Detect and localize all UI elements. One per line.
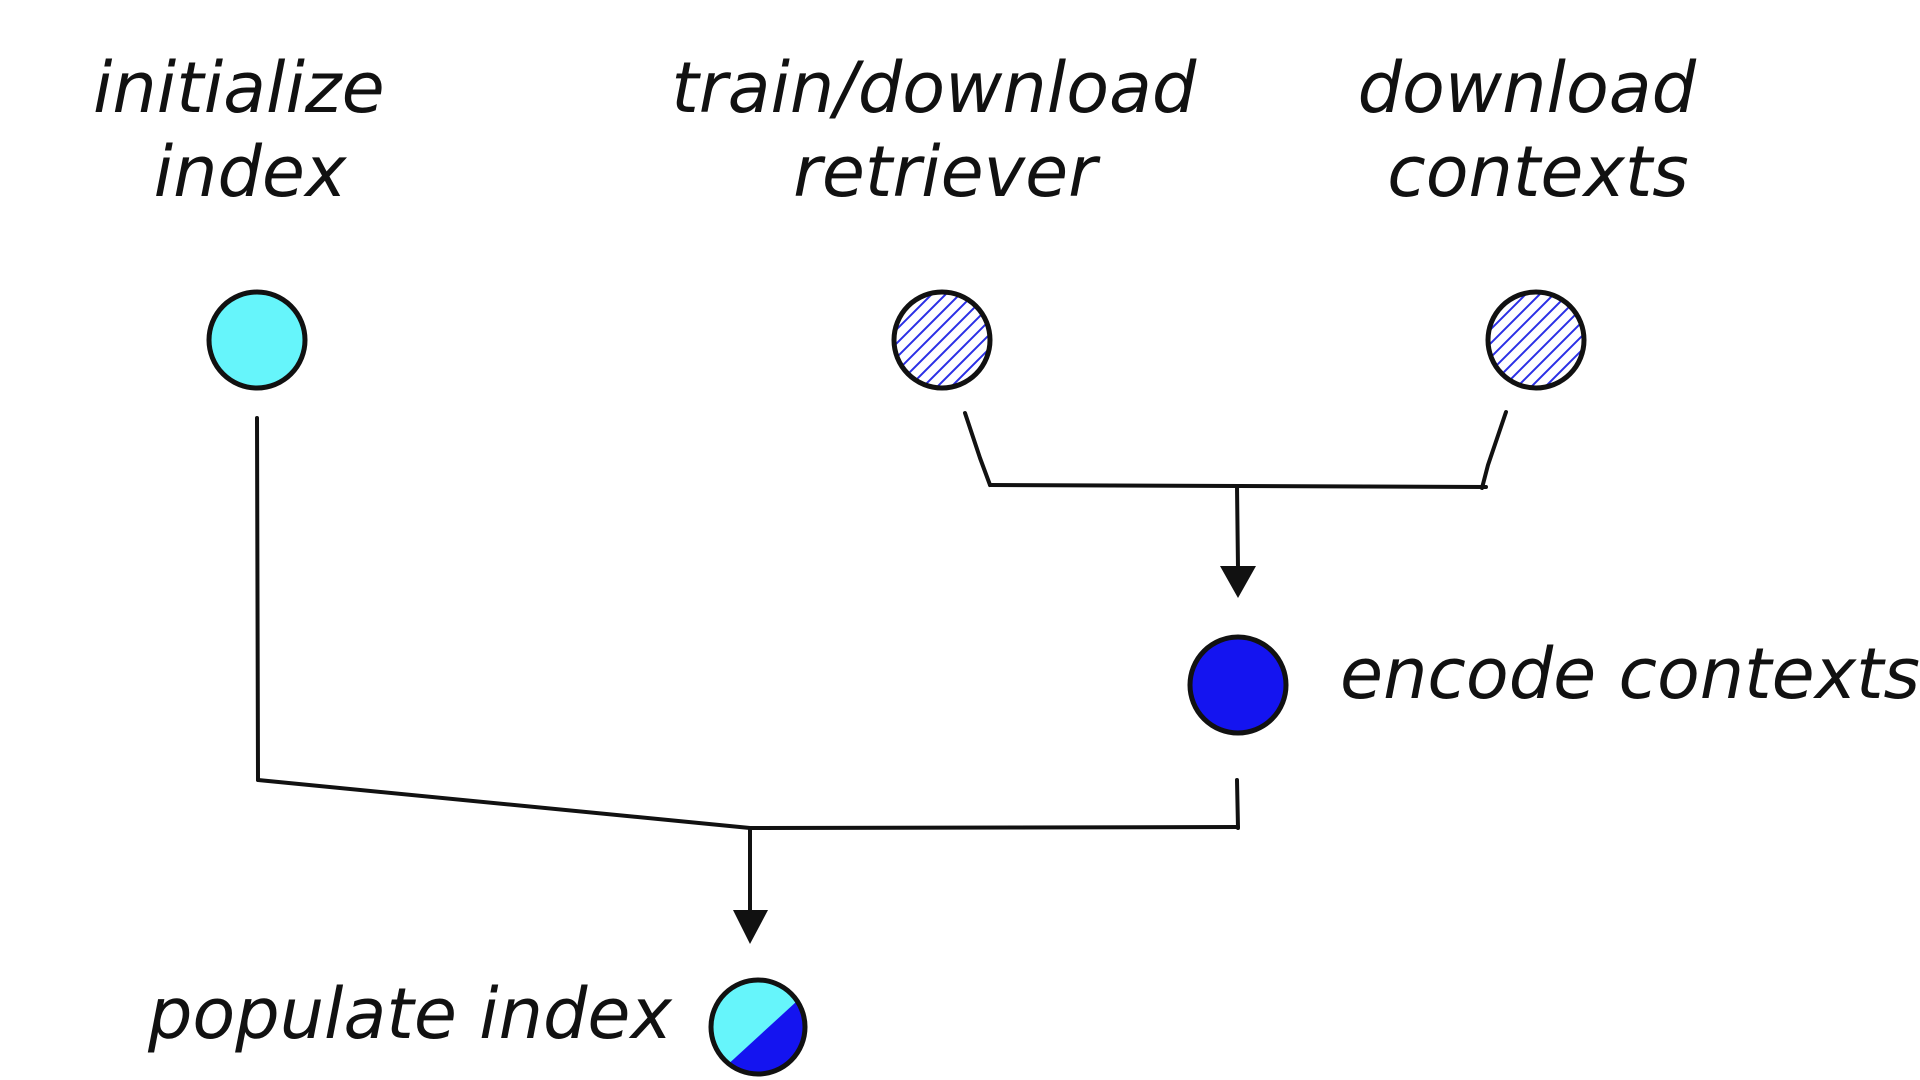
arrowhead-to-encode [1220, 566, 1256, 598]
encode-contexts-label: encode contexts [1340, 633, 1920, 715]
edge-index-encode-to-populate [255, 416, 1240, 944]
hatch-line [1488, 292, 1555, 388]
hatch-line [894, 292, 975, 388]
hatch-line [1488, 292, 1569, 388]
hatch-line [1531, 292, 1584, 388]
download-contexts-label: download contexts [1358, 47, 1719, 213]
populate-index-label: populate index [147, 973, 672, 1055]
hatch-pattern [894, 292, 990, 388]
edge-retriever-contexts-to-encode [963, 410, 1508, 598]
hatch-line [1488, 292, 1541, 388]
connector-contexts-branch [1480, 410, 1508, 490]
hatch-line [1503, 292, 1584, 388]
initialize-index-label: initialize index [93, 47, 407, 213]
node-encode-contexts [1187, 634, 1289, 736]
hatch-line [894, 292, 947, 388]
hatch-line [937, 292, 990, 388]
node-train-download-retriever [891, 289, 993, 391]
hatch-line [1517, 292, 1584, 388]
connector-left-slope [256, 778, 752, 830]
node-initialize-index [206, 289, 308, 391]
node-populate-index [708, 977, 808, 1077]
hatch-line [894, 292, 961, 388]
arrowhead-to-populate [733, 910, 768, 944]
connector-retriever-branch [963, 411, 992, 487]
connector-down-to-encode [1235, 484, 1240, 570]
train-download-retriever-label: train/download retriever [671, 47, 1218, 213]
connector-index-down [255, 416, 260, 782]
hatch-pattern [1488, 292, 1584, 388]
connector-right-bar [748, 825, 1240, 830]
node-download-contexts [1485, 289, 1587, 391]
hatch-line [923, 292, 990, 388]
connector-encode-down [1235, 778, 1240, 830]
hatch-line [909, 292, 990, 388]
